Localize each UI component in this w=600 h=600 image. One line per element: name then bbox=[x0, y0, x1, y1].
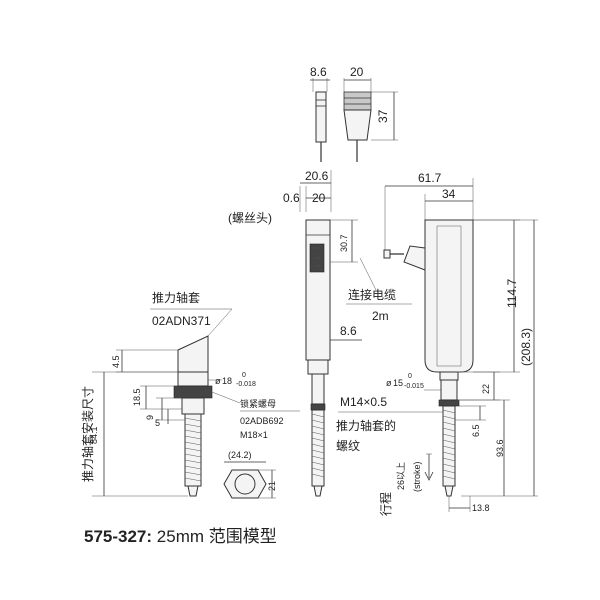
caption-description: 25mm 范围模型 bbox=[152, 527, 277, 546]
dim-unit-height-total: (208.3) bbox=[519, 328, 533, 366]
label-sleeve: 推力轴套 bbox=[152, 290, 200, 305]
clamp-phi: ø bbox=[386, 378, 392, 388]
dim-head-depth: 8.6 bbox=[340, 324, 357, 338]
dim-head-width-total: 20.6 bbox=[305, 169, 329, 183]
label-stroke: 行程 bbox=[378, 492, 393, 516]
label-sleeve-code: 02ADN371 bbox=[152, 314, 211, 328]
dim-unit-width: 34 bbox=[442, 187, 456, 201]
dim-sleeve-thread-size: M14×0.5 bbox=[340, 395, 387, 409]
label-lock-nut-thread: M18×1 bbox=[240, 430, 268, 440]
dim-mount-84-1: 84.1 bbox=[89, 426, 99, 444]
label-install-size: 推力轴套安装尺寸 bbox=[80, 386, 95, 482]
label-cable: 连接电缆 bbox=[348, 287, 396, 302]
large-connector bbox=[343, 91, 372, 111]
dim-cable-width: 8.6 bbox=[310, 65, 327, 79]
dim-head-width: 20 bbox=[312, 191, 326, 205]
dim-mount-4-5: 4.5 bbox=[111, 355, 121, 368]
figure-caption: 575-327: 25mm 范围模型 bbox=[84, 522, 277, 547]
mount-tol-lo: -0.018 bbox=[236, 381, 256, 388]
main-unit-group: 61.7 34 连接电缆 2m 114.7 (208.3) bbox=[336, 171, 538, 516]
dim-clamp-dia: 15 bbox=[393, 378, 403, 388]
sleeve-body bbox=[177, 335, 209, 373]
dim-bottom-width: 13.8 bbox=[472, 503, 490, 513]
dim-connector-height: 37 bbox=[376, 109, 390, 123]
dim-lower-93-6: 93.6 bbox=[495, 439, 505, 457]
head-body bbox=[305, 219, 331, 361]
dim-nut-dia: (24.2) bbox=[228, 450, 252, 460]
head-spindle-thread bbox=[311, 409, 325, 497]
label-lock-nut-code: 02ADB692 bbox=[240, 416, 284, 426]
small-plug bbox=[315, 91, 327, 143]
dim-nut-thickness: 21 bbox=[267, 481, 277, 491]
label-sleeve-thread-2: 螺纹 bbox=[336, 439, 360, 453]
dim-head-height: 30.7 bbox=[339, 234, 349, 252]
dim-mount-18-5: 18.5 bbox=[132, 388, 142, 406]
unit-body bbox=[424, 219, 474, 373]
head-group: 20.6 0.6 20 (螺丝头) 30.7 8.6 bbox=[228, 169, 362, 497]
unit-clamp bbox=[440, 379, 458, 401]
caption-model: 575-327: bbox=[84, 527, 153, 546]
dim-mount-5: 5 bbox=[155, 418, 160, 428]
label-screw-head: (螺丝头) bbox=[228, 211, 272, 225]
dim-stroke: 26以上 bbox=[396, 462, 406, 490]
clamp-tol-lo: -0.015 bbox=[404, 383, 424, 390]
dim-head-offset: 0.6 bbox=[283, 191, 300, 205]
mount-phi: ø bbox=[215, 376, 221, 386]
dim-lower-6-5: 6.5 bbox=[471, 424, 481, 437]
connector-group: 8.6 20 37 bbox=[310, 65, 398, 162]
sleeve-spindle-thread bbox=[184, 413, 202, 497]
sleeve-mount-group: 推力轴套 02ADN371 4.5 18.5 9 5 84. bbox=[80, 290, 300, 499]
mount-tol-hi: 0 bbox=[242, 372, 246, 379]
label-lock-nut: 锁紧螺母 bbox=[240, 398, 276, 409]
dim-stroke-en: (stroke) bbox=[412, 461, 422, 492]
label-sleeve-thread-1: 推力轴套的 bbox=[336, 418, 396, 433]
dim-mount-dia: 18 bbox=[222, 376, 232, 386]
dim-lower-22: 22 bbox=[481, 384, 491, 394]
dim-unit-height: 114.7 bbox=[505, 279, 519, 308]
lock-nut bbox=[173, 385, 213, 399]
unit-spindle-thread bbox=[442, 405, 456, 497]
dim-mount-9: 9 bbox=[145, 415, 155, 420]
label-cable-length: 2m bbox=[372, 309, 389, 323]
dim-unit-width-total: 61.7 bbox=[418, 171, 442, 185]
clamp-tol-hi: 0 bbox=[408, 373, 412, 380]
dim-connector-width: 20 bbox=[350, 65, 364, 79]
cable-exit bbox=[403, 245, 426, 271]
